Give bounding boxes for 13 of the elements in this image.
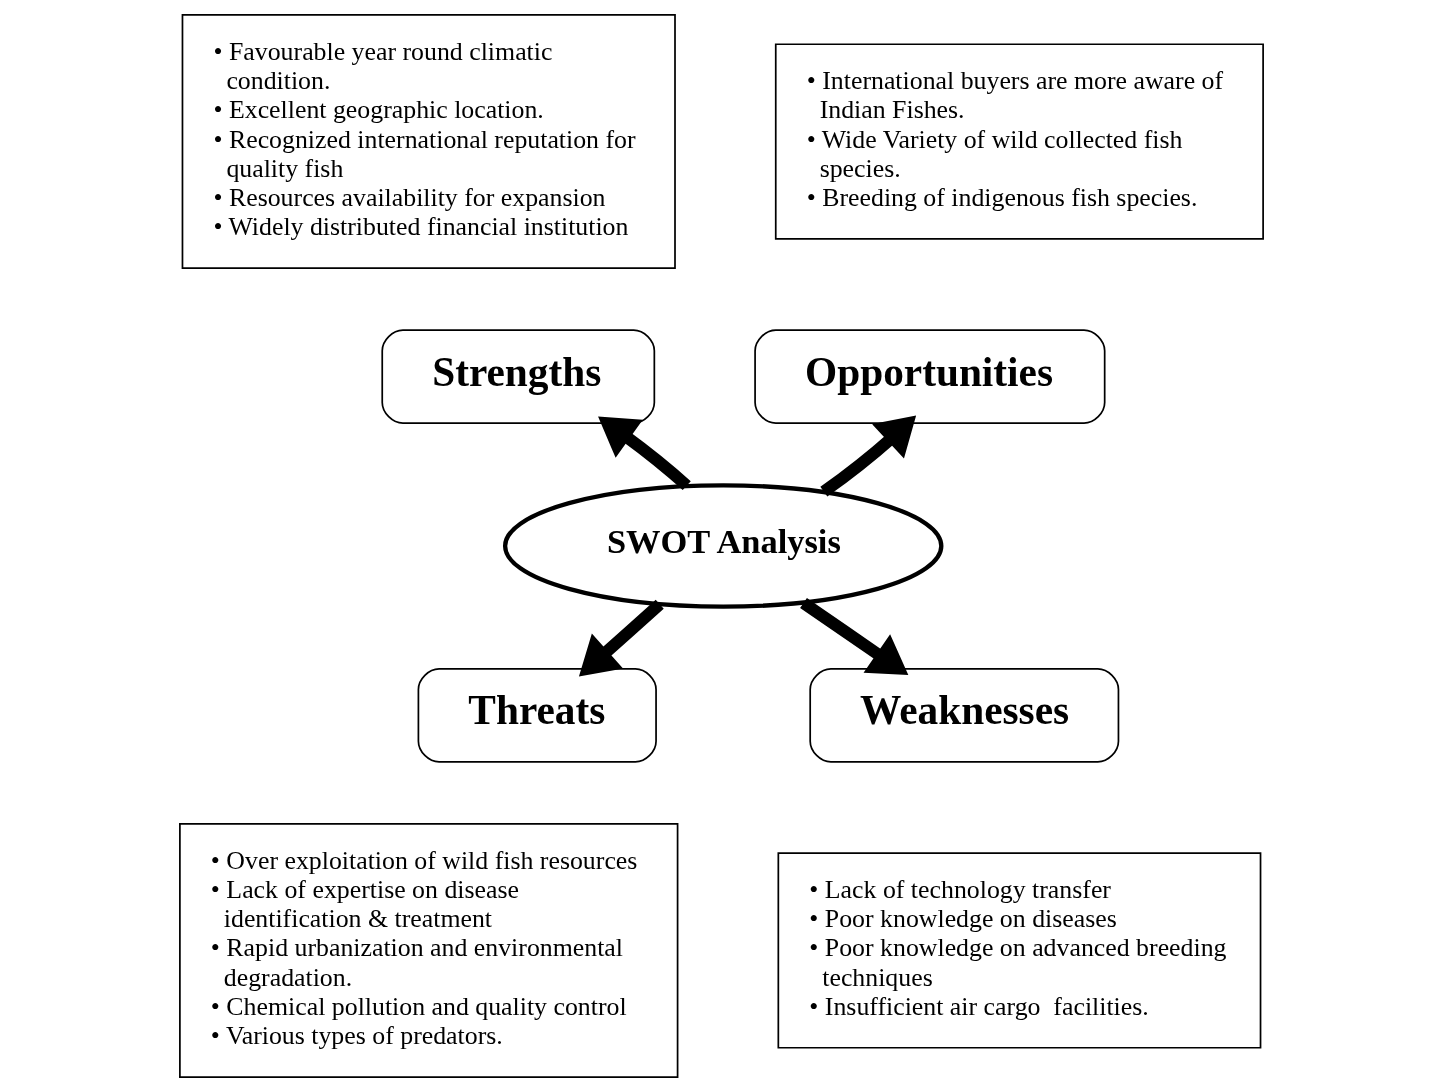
- arrow: [578, 599, 664, 677]
- node-box: • Over exploitation of wild fish resources • Lack of expertise on disease identification & treatment • Rapid urbanization and environmental degradation. • Chemical pollution and quality control • Various types of predators.: [179, 823, 679, 1078]
- node-box: • International buyers are more aware of Indian Fishes. • Wide Variety of wild collected fish species. • Breeding of indigenous fish species.: [774, 43, 1264, 240]
- node-box: Weaknesses: [809, 668, 1120, 763]
- node-box: Strengths: [381, 329, 656, 424]
- node-box: • Lack of technology transfer • Poor knowledge on diseases • Poor knowledge on advanced breeding techniques • Insufficient air cargo facilities.: [777, 852, 1262, 1049]
- arrow: [800, 598, 909, 676]
- node-box: Opportunities: [754, 329, 1106, 424]
- node-box: Threats: [417, 668, 657, 763]
- arrow: [820, 415, 917, 497]
- node-ellipse: SWOT Analysis: [502, 483, 944, 609]
- arrow: [598, 416, 691, 491]
- node-box: • Favourable year round climatic condition. • Excellent geographic location. • Recognized international reputation for quality fish • Resources availability for expansion • Widely distributed financial institution: [181, 14, 676, 269]
